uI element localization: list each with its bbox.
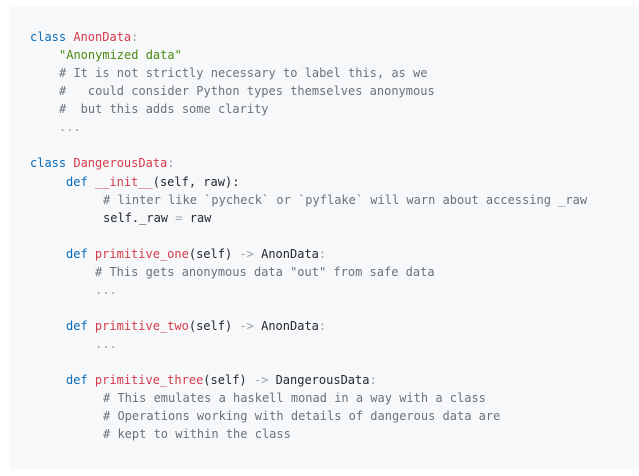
- comment: # This gets anonymous data "out" from sa…: [95, 265, 435, 279]
- keyword-def: def: [66, 373, 88, 387]
- class-name-dangerousdata: DangerousData: [73, 156, 168, 170]
- params: (self): [188, 319, 233, 333]
- keyword-def: def: [66, 247, 88, 261]
- code-line-ellipsis: ...: [95, 281, 117, 299]
- function-name-primitive-two: primitive_two: [94, 319, 189, 333]
- comment: # but this adds some clarity: [59, 102, 269, 116]
- code-line-class-dangerousdata: class DangerousData:: [30, 154, 175, 172]
- params: (self): [188, 247, 233, 261]
- comment: # could consider Python types themselves…: [59, 84, 435, 98]
- code-line-comment: # This emulates a haskell monad in a way…: [103, 389, 486, 407]
- code-line-ellipsis: ...: [95, 335, 117, 353]
- keyword-def: def: [66, 175, 88, 189]
- return-type: AnonData: [261, 247, 319, 261]
- code-line-comment: # kept to within the class: [103, 425, 291, 443]
- arrow: ->: [232, 319, 262, 333]
- colon: :: [369, 373, 377, 387]
- code-line-def-primitive-one: def primitive_one(self) -> AnonData:: [66, 245, 326, 263]
- code-line-comment: # Operations working with details of dan…: [103, 407, 500, 425]
- code-line-def-primitive-two: def primitive_two(self) -> AnonData:: [66, 317, 326, 335]
- code-line-assignment: self._raw = raw: [103, 209, 211, 227]
- comment: # This emulates a haskell monad in a way…: [103, 391, 486, 405]
- return-type: DangerousData: [275, 373, 370, 387]
- params: (self): [203, 373, 247, 387]
- code-line-comment: # linter like `pycheck` or `pyflake` wil…: [103, 191, 587, 209]
- keyword-def: def: [66, 319, 88, 333]
- code-line-comment: # could consider Python types themselves…: [59, 82, 435, 100]
- code-line-def-primitive-three: def primitive_three(self) -> DangerousDa…: [66, 371, 377, 389]
- arrow: ->: [232, 247, 262, 261]
- code-line-docstring: "Anonymized data": [59, 46, 182, 64]
- colon: :: [131, 30, 139, 44]
- comment: # It is not strictly necessary to label …: [59, 66, 428, 80]
- docstring: "Anonymized data": [59, 48, 182, 62]
- function-name-init: __init__: [94, 175, 153, 189]
- params: (self, raw):: [152, 175, 240, 189]
- comment: # kept to within the class: [103, 427, 291, 441]
- function-name-primitive-one: primitive_one: [94, 247, 189, 261]
- colon: :: [167, 156, 175, 170]
- code-line-ellipsis: ...: [59, 118, 81, 136]
- colon: :: [318, 319, 327, 333]
- assignment-rhs: raw: [189, 211, 212, 225]
- code-line-comment: # but this adds some clarity: [59, 100, 269, 118]
- class-name-anondata: AnonData: [73, 30, 132, 44]
- comment: # linter like `pycheck` or `pyflake` wil…: [103, 193, 588, 207]
- assignment-op: =: [168, 211, 190, 225]
- arrow: ->: [246, 373, 276, 387]
- code-block: class AnonData: "Anonymized data" # It i…: [9, 7, 639, 469]
- comment: # Operations working with details of dan…: [103, 409, 501, 423]
- code-line-comment: # This gets anonymous data "out" from sa…: [95, 263, 435, 281]
- return-type: AnonData: [261, 319, 319, 333]
- code-line-def-init: def __init__(self, raw):: [66, 173, 239, 191]
- keyword-class: class: [30, 156, 67, 170]
- ellipsis: ...: [59, 120, 81, 134]
- code-line-comment: # It is not strictly necessary to label …: [59, 64, 427, 82]
- ellipsis: ...: [95, 283, 117, 297]
- keyword-class: class: [30, 30, 67, 44]
- function-name-primitive-three: primitive_three: [94, 373, 204, 387]
- colon: :: [318, 247, 327, 261]
- assignment-lhs: self._raw: [103, 211, 169, 225]
- code-line-class-anondata: class AnonData:: [30, 28, 138, 46]
- ellipsis: ...: [95, 337, 117, 351]
